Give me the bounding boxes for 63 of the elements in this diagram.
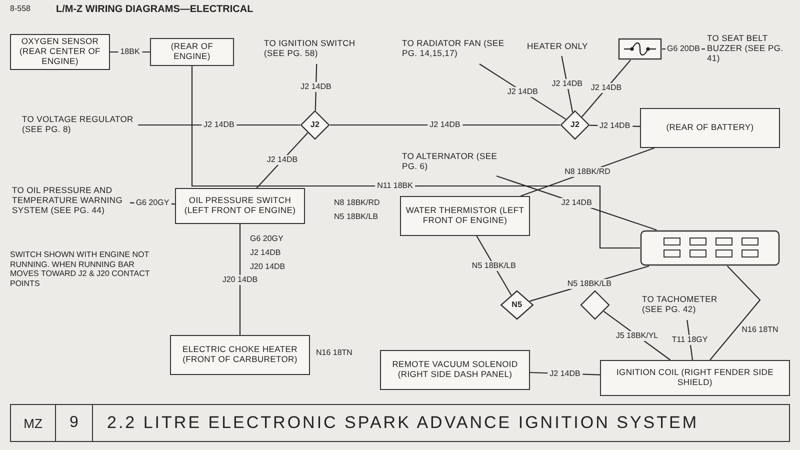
wire-label: J5 18BK/YL	[614, 330, 660, 341]
component-box	[640, 108, 780, 148]
wire-label: N5 18BK/LB	[565, 278, 614, 289]
diagram-title: 2.2 LITRE ELECTRONIC SPARK ADVANCE IGNITION SYSTEM	[106, 412, 700, 434]
wire-destination-note: TO SEAT BELT BUZZER (SEE PG. 41)	[705, 30, 795, 68]
wire-destination-note: TO OIL PRESSURE AND TEMPERATURE WARNING SYSTEM (SEE PG. 44)	[10, 176, 130, 226]
wire	[710, 266, 761, 360]
splice-label: J2	[570, 120, 580, 130]
component-label: WATER THERMISTOR (LEFT FRONT OF ENGINE)	[405, 206, 525, 226]
component-label: OXYGEN SENSOR (REAR CENTER OF ENGINE)	[18, 37, 102, 67]
wire-label: J2 14DB	[597, 120, 632, 131]
wire-label: J2 14DB	[298, 82, 334, 92]
wire-destination-note: TO TACHOMETER (SEE PG. 42)	[640, 290, 730, 320]
wire-label: J2 14DB	[250, 248, 282, 258]
wire-label: J2 14DB	[505, 86, 540, 97]
wire-label: J2 14DB	[550, 79, 584, 90]
wire-label: N5 18BK/LB	[334, 212, 380, 222]
wire-label: T11 18GY	[670, 335, 710, 345]
component-box	[400, 196, 530, 236]
wire-label: J2 14DB	[428, 120, 462, 130]
wire-label: N16 18TN	[316, 348, 354, 358]
wire-label: J2 14DB	[559, 198, 594, 208]
wire-destination-note: TO ALTERNATOR (SEE PG. 6)	[400, 148, 510, 176]
component-label: OIL PRESSURE SWITCH (LEFT FRONT OF ENGINE)	[183, 196, 297, 216]
wire-label: J2 14DB	[264, 155, 300, 166]
component-label: REMOTE VACUUM SOLENOID (RIGHT SIDE DASH PANEL)	[391, 360, 519, 380]
splice-label: J2	[310, 120, 320, 130]
component-box	[10, 34, 110, 70]
wire-label: G6 20GY	[134, 198, 172, 208]
wire	[191, 66, 640, 249]
splice-label: N5	[512, 300, 522, 310]
wire-label: N8 18BK/RD	[334, 198, 381, 208]
wire-label: J2 14DB	[202, 120, 236, 130]
component-box	[600, 360, 790, 396]
wire-label: N5 18BK/LB	[470, 260, 518, 271]
component-label: (REAR OF BATTERY)	[666, 123, 754, 133]
component-label: (REAR OF ENGINE)	[170, 42, 214, 62]
wire-label: 18BK	[118, 47, 142, 57]
wire	[239, 224, 241, 335]
note-text: SWITCH SHOWN WITH ENGINE NOT RUNNING. WHEN RUNNING BAR MOVES TOWARD J2 & J20 CONTACT POINTS	[10, 250, 151, 288]
component-box	[380, 350, 530, 390]
wire-label: N8 18BK/RD	[562, 167, 612, 177]
component-box	[170, 335, 310, 375]
wire-label: G6 20DB	[665, 44, 702, 54]
component-box	[150, 38, 234, 66]
wire-label: G6 20GY	[250, 234, 284, 244]
wire-label: N11 18BK	[375, 181, 415, 191]
wire-destination-note: HEATER ONLY	[525, 38, 595, 56]
wire-destination-note: TO VOLTAGE REGULATOR (SEE PG. 8)	[20, 110, 138, 140]
wire-destination-note: TO RADIATOR FAN (SEE PG. 14,15,17)	[400, 34, 512, 64]
section-code: MZ	[11, 405, 56, 441]
component-label: IGNITION COIL (RIGHT FENDER SIDE SHIELD)	[615, 368, 775, 388]
section-number: 9	[56, 405, 93, 441]
wire-label: J20 14DB	[250, 262, 286, 272]
wire-destination-note: TO IGNITION SWITCH (SEE PG. 58)	[262, 34, 372, 64]
wire-label: J20 14DB	[220, 274, 260, 284]
component-label: ELECTRIC CHOKE HEATER (FRONT OF CARBURETOR)	[181, 345, 299, 365]
component-box	[175, 188, 305, 224]
wire-label: J2 14DB	[548, 368, 582, 379]
page-header: L/M-Z WIRING DIAGRAMS—ELECTRICAL	[56, 4, 254, 16]
wire-label: N16 18TN	[740, 325, 780, 335]
wire-label: J2 14DB	[588, 83, 624, 94]
page-number: 8-558	[10, 4, 32, 14]
